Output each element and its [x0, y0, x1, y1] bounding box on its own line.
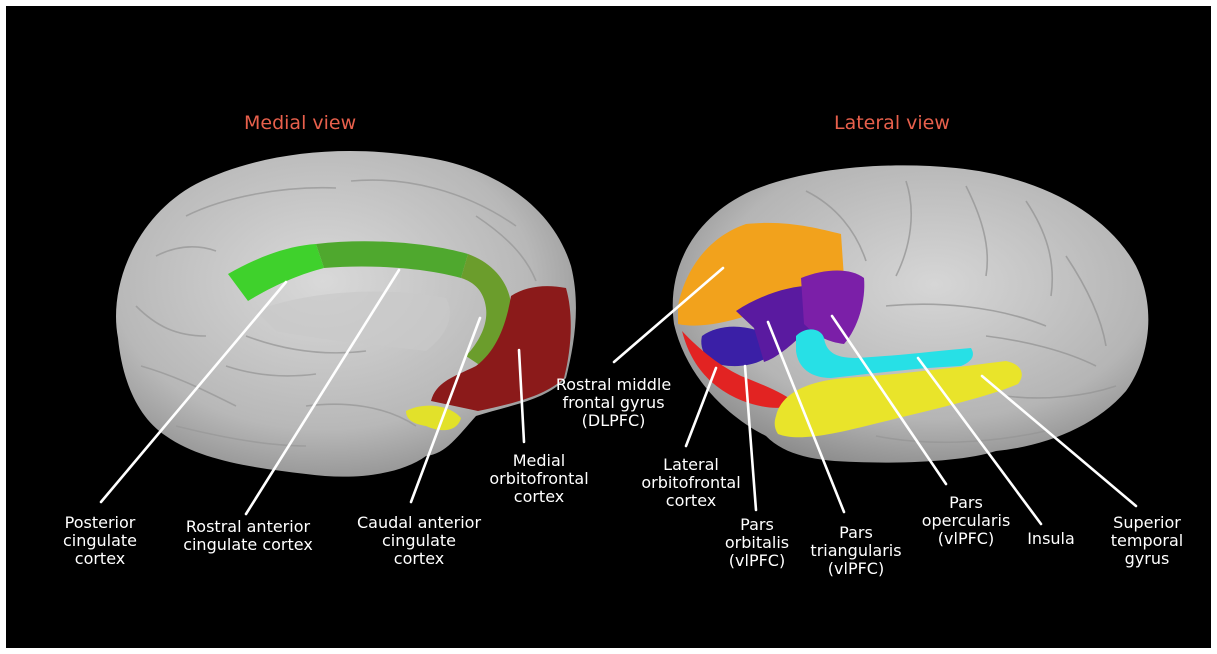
lateral-view-title: Lateral view	[834, 112, 950, 134]
medial-view-title: Medial view	[244, 112, 356, 134]
lateral-brain	[673, 165, 1149, 462]
label-superior-temporal: Superior temporal gyrus	[1102, 514, 1192, 568]
label-pars-triangularis: Pars triangularis (vlPFC)	[806, 524, 906, 578]
label-lateral-orbitofrontal: Lateral orbitofrontal cortex	[636, 456, 746, 510]
label-pars-orbitalis: Pars orbitalis (vlPFC)	[712, 516, 802, 570]
label-pars-opercularis: Pars opercularis (vlPFC)	[916, 494, 1016, 548]
figure-panel: Medial view Lateral view Posterior cingu…	[6, 6, 1211, 648]
label-rostral-middle-frontal: Rostral middle frontal gyrus (DLPFC)	[546, 376, 681, 430]
medial-brain	[116, 151, 576, 477]
label-posterior-cingulate: Posterior cingulate cortex	[40, 514, 160, 568]
label-insula: Insula	[1016, 530, 1086, 548]
label-medial-orbitofrontal: Medial orbitofrontal cortex	[484, 452, 594, 506]
label-rostral-anterior-cingulate: Rostral anterior cingulate cortex	[168, 518, 328, 554]
label-caudal-anterior-cingulate: Caudal anterior cingulate cortex	[344, 514, 494, 568]
